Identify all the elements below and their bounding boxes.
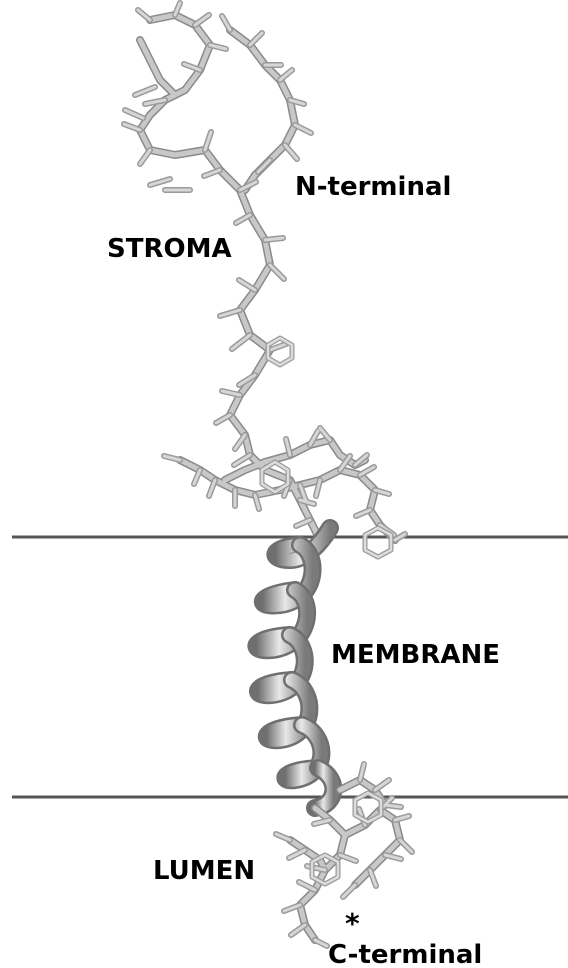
membrane-label: MEMBRANE [331,642,500,668]
n-terminal-label: N-terminal [295,174,451,200]
stroma-stick-model [124,3,405,557]
transmembrane-helix [256,528,333,808]
stroma-label: STROMA [107,236,232,262]
c-terminal-label: C-terminal [328,942,482,968]
lumen-stick-model [276,764,412,946]
asterisk-marker: * [345,910,360,938]
lumen-label: LUMEN [153,858,255,884]
